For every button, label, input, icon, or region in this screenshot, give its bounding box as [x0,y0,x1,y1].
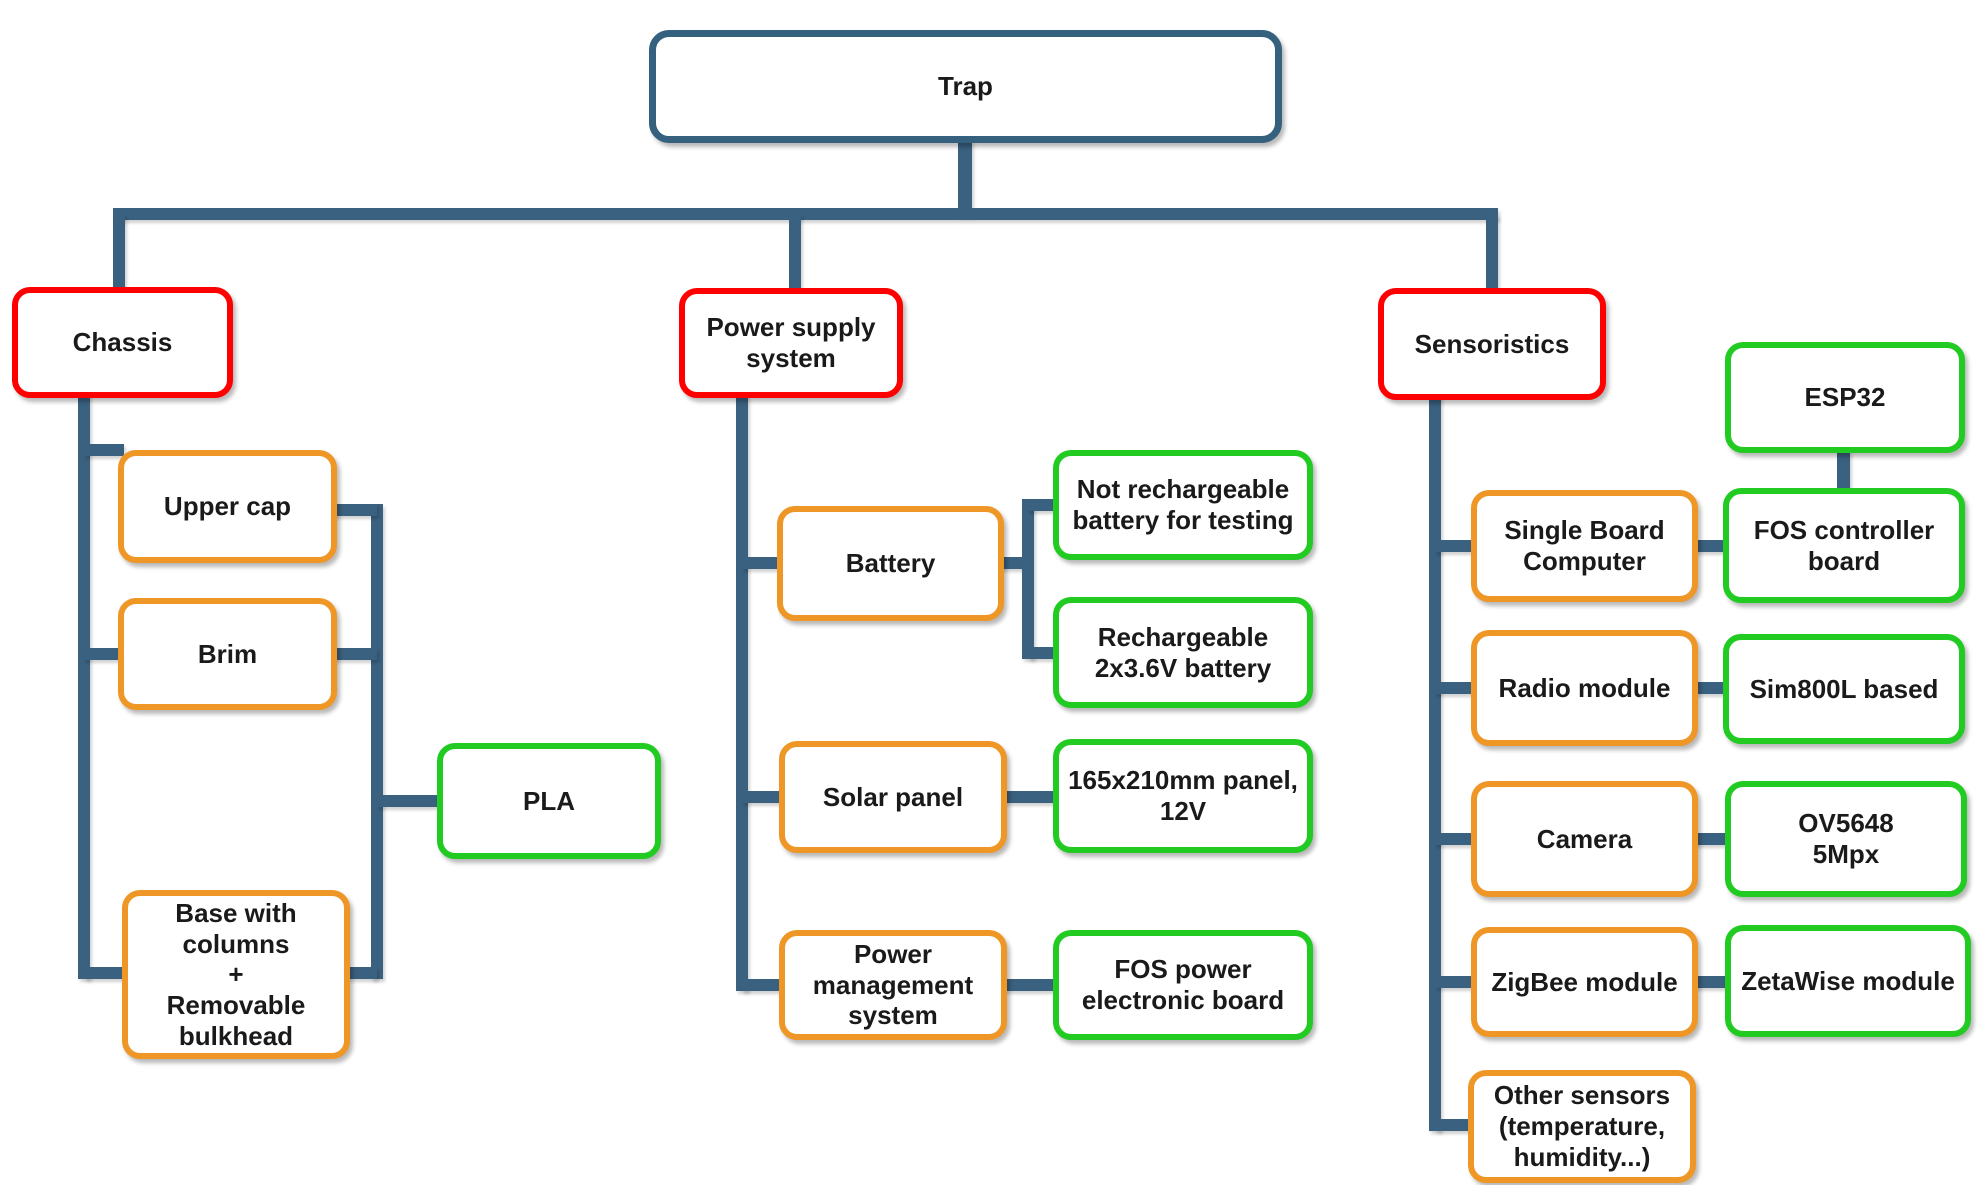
connector-chassis-right-vert [371,504,383,979]
node-brim: Brim [118,598,337,710]
connector-radio-stub-left [1435,682,1477,694]
node-pla: PLA [437,743,661,859]
connector-battery-stub-right [1000,557,1028,569]
node-165x210mm-panel: 165x210mm panel, 12V [1053,739,1313,853]
node-upper-cap: Upper cap [118,450,337,563]
connector-sbc-stub-right [1694,540,1729,552]
node-brim-label: Brim [197,638,258,669]
node-single-board-computer: Single Board Computer [1471,490,1698,602]
node-other-sensors: Other sensors (temperature, humidity...) [1468,1070,1696,1183]
connector-solar-stub-left [742,791,785,803]
connector-othersensors-stub [1435,1119,1474,1131]
connector-base-stub-left [84,967,128,979]
node-sensoristics: Sensoristics [1378,288,1606,400]
node-power-management-system: Power management system [779,930,1007,1040]
connector-chassis-drop [113,214,125,293]
connector-uppercap-stub-left [84,444,124,456]
connector-base-stub-right [345,967,377,979]
connector-powermgmt-stub [742,979,785,991]
node-sbc-label: Single Board Computer [1504,515,1665,576]
node-rechargeable-battery: Rechargeable 2x3.6V battery [1053,597,1313,708]
connector-esp32-connector [1837,450,1850,494]
node-zetawise-label: ZetaWise module [1741,965,1955,996]
connector-brim-stub-right [332,648,377,660]
connector-battery-stub-left [742,557,783,569]
node-sim800l-label: Sim800L based [1749,673,1939,704]
connector-main-line [113,208,1498,220]
node-battery: Battery [777,506,1004,621]
node-trap-label: Trap [938,71,993,102]
connector-chassis-trunk [78,392,90,979]
node-upper-cap-label: Upper cap [163,491,292,522]
connector-sbc-stub-left [1435,540,1477,552]
node-battery-label: Battery [845,548,936,579]
node-trap: Trap [649,30,1282,143]
node-zigbee-module: ZigBee module [1471,927,1698,1037]
node-other-sensors-label: Other sensors (temperature, humidity...) [1493,1080,1671,1172]
connector-radio-stub-right [1694,682,1729,694]
node-solar-panel-label: Solar panel [822,781,964,812]
connector-pla-stub [377,795,443,807]
connector-battery-junction-vert [1022,499,1034,659]
connector-uppercap-stub-right [332,504,377,516]
connector-zigbee-stub-right [1694,976,1734,988]
node-power-supply-system: Power supply system [679,288,903,398]
node-power-supply-label: Power supply system [706,312,876,373]
node-zigbee-label: ZigBee module [1491,966,1678,997]
connector-camera-stub-left [1435,833,1477,845]
node-esp32: ESP32 [1725,342,1965,453]
connector-zigbee-stub-left [1435,976,1477,988]
node-radio-module-label: Radio module [1498,672,1671,703]
connector-power-trunk [736,392,748,991]
node-fos-controller-label: FOS controller board [1753,514,1935,576]
connector-notrechargeable-stub [1028,499,1059,511]
node-radio-module: Radio module [1471,630,1698,746]
node-base-with-columns: Base with columns + Removable bulkhead [122,890,350,1059]
connector-trap-stem [958,140,972,216]
connector-sensor-drop [1486,214,1498,296]
node-165x210mm-panel-label: 165x210mm panel, 12V [1068,765,1298,826]
connector-power-drop [789,214,801,294]
connector-camera-stub-right [1694,833,1731,845]
node-base-label: Base with columns + Removable bulkhead [166,897,306,1051]
connector-solarpanel-stub-right [1003,791,1059,803]
node-fos-controller-board: FOS controller board [1723,488,1965,603]
node-not-rechargeable-label: Not rechargeable battery for testing [1072,474,1294,535]
node-chassis: Chassis [12,287,233,398]
node-zetawise-module: ZetaWise module [1725,925,1971,1037]
connector-sensor-trunk [1429,394,1441,1131]
node-sensoristics-label: Sensoristics [1414,328,1570,359]
node-fos-power-board: FOS power electronic board [1053,930,1313,1040]
node-camera: Camera [1471,781,1698,897]
node-camera-label: Camera [1536,823,1633,854]
node-fos-power-label: FOS power electronic board [1081,954,1285,1015]
node-ov5648-label: OV5648 5Mpx [1798,808,1894,869]
node-esp32-label: ESP32 [1804,382,1886,413]
node-solar-panel: Solar panel [779,741,1007,853]
node-sim800l-based: Sim800L based [1723,634,1965,744]
connector-brim-stub-left [84,648,124,660]
node-not-rechargeable-battery: Not rechargeable battery for testing [1053,450,1313,560]
connector-rechargeable-stub [1028,647,1059,659]
connector-fospower-stub [1003,979,1059,991]
node-rechargeable-label: Rechargeable 2x3.6V battery [1094,621,1272,683]
node-ov5648-5mpx: OV5648 5Mpx [1725,781,1967,897]
node-pla-label: PLA [523,785,575,816]
node-power-mgmt-label: Power management system [812,939,974,1031]
node-chassis-label: Chassis [72,327,173,358]
